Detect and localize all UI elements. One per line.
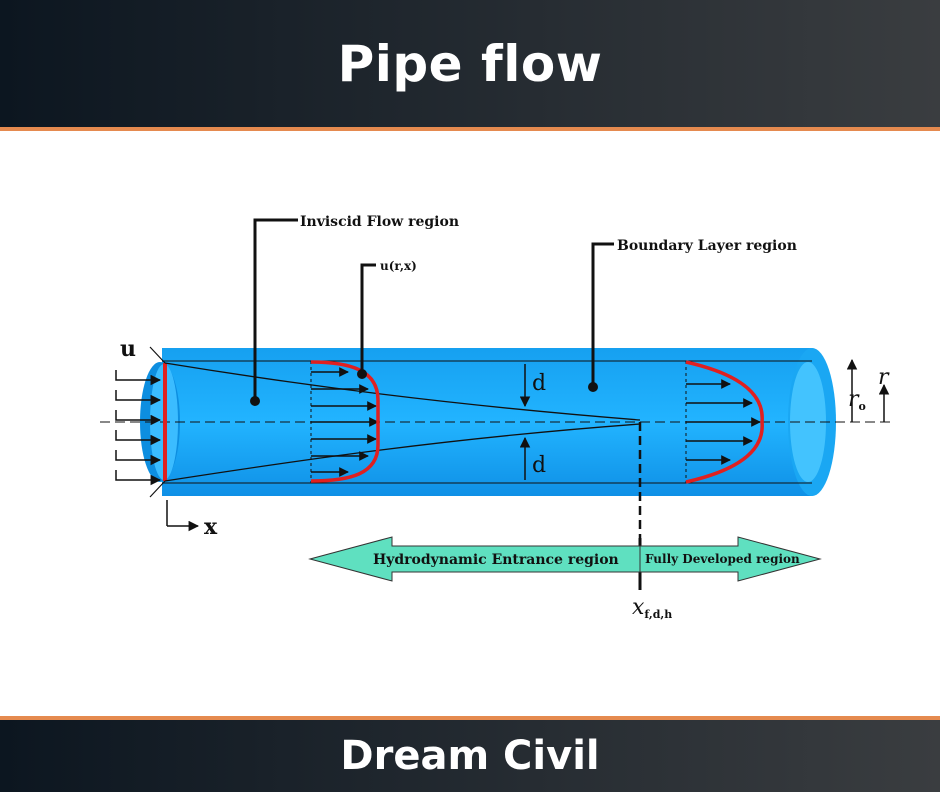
page-title: Pipe flow <box>337 34 603 93</box>
velocity-leader: u(r,x) <box>357 259 417 379</box>
svg-text:d: d <box>532 453 546 478</box>
developing-profile <box>310 360 380 483</box>
radius-label: r <box>878 365 890 390</box>
thickness-indicator-bottom: d <box>519 436 546 480</box>
xfd-label: xf,d,h <box>632 595 672 621</box>
inlet-velocity-label: u <box>120 336 136 362</box>
brand-name: Dream Civil <box>340 733 600 779</box>
boundary-label: Boundary Layer region <box>617 238 797 254</box>
header-banner: Pipe flow <box>0 0 940 131</box>
thickness-indicator-top: d <box>519 364 546 408</box>
region-arrows: Hydrodynamic Entrance region Fully Devel… <box>308 536 822 582</box>
footer-banner: Dream Civil <box>0 716 940 792</box>
pipe-flow-diagram: u x d <box>100 214 895 621</box>
boundary-layer-top <box>164 362 641 421</box>
radius-indicator: ro r <box>846 358 890 422</box>
svg-text:d: d <box>532 371 546 396</box>
x-axis-label: x <box>204 514 218 540</box>
inviscid-label: Inviscid Flow region <box>300 214 459 230</box>
boundary-layer-bottom <box>164 423 641 482</box>
developed-region-label: Fully Developed region <box>645 552 800 566</box>
entrance-region-label: Hydrodynamic Entrance region <box>373 552 619 568</box>
developed-profile <box>685 360 764 484</box>
inlet-velocity-arrows <box>115 370 162 486</box>
velocity-label: u(r,x) <box>380 259 417 273</box>
boundary-leader: Boundary Layer region <box>588 238 797 392</box>
inviscid-leader: Inviscid Flow region <box>250 214 459 406</box>
radius-outer-label: ro <box>848 387 866 413</box>
x-axis-indicator: x <box>166 500 218 540</box>
